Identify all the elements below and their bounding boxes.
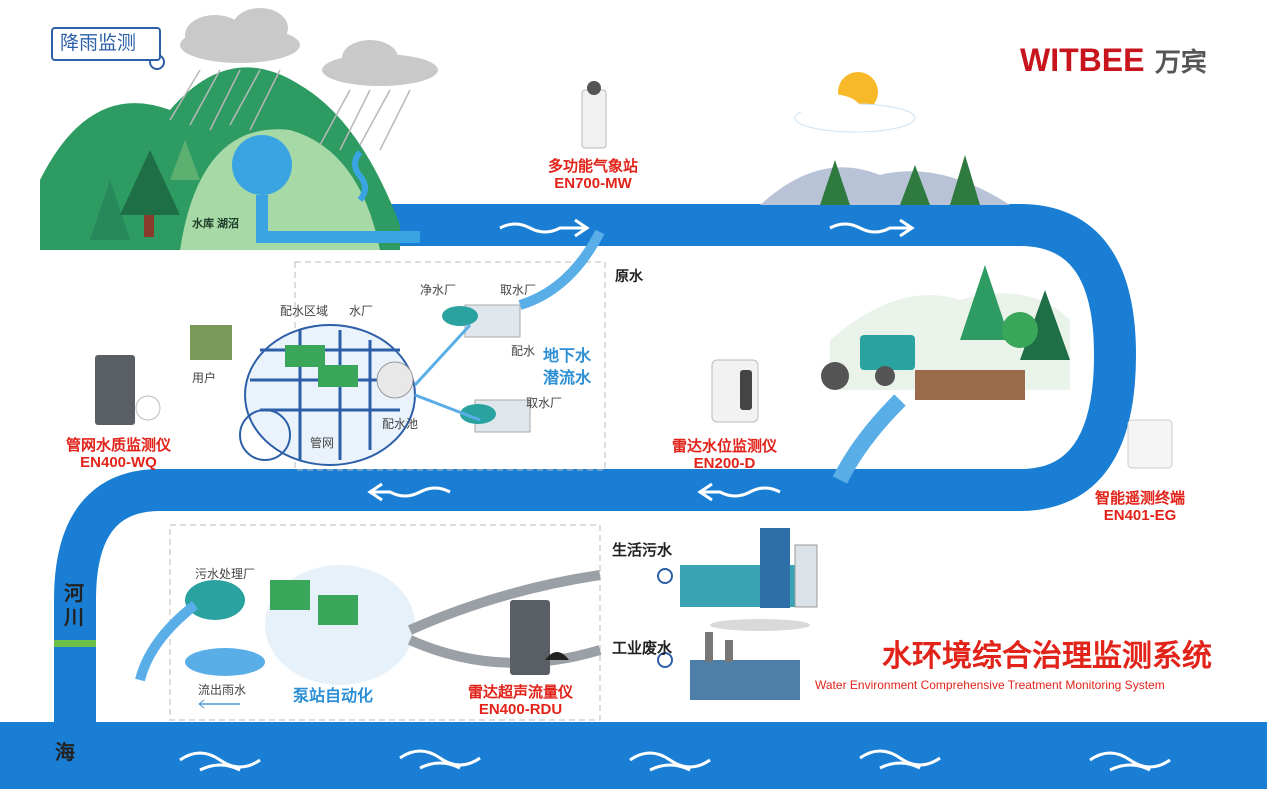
farm-scene [821,265,1070,484]
brand-logo: WITBEE 万宾 [1020,42,1207,79]
rain-clouds [169,8,438,151]
flowmeter-label: 雷达超声流量仪 EN400-RDU [468,684,573,719]
water-supply-zone [190,229,606,471]
pipe-quality-device [95,355,161,425]
system-title-en: Water Environment Comprehensive Treatmen… [815,678,1165,692]
terminal-device [1127,419,1173,469]
weather-station-label: 多功能气象站 EN700-MW [548,158,638,193]
industrial-waste-label: 工业废水 [612,640,673,657]
pipe-quality-name: 管网水质监测仪 [66,437,172,454]
intake-1-label: 取水厂 [500,283,537,297]
radar-level-name: 雷达水位监测仪 [672,438,778,455]
radar-level-device [711,359,759,423]
rain-out-label: 流出雨水 [198,683,247,697]
pipe-quality-model: EN400-WQ [80,454,157,472]
river [54,204,1137,740]
terminal-label: 智能遥测终端 EN401-EG [1095,490,1185,525]
sea [0,722,1267,789]
sewage-zone [135,524,602,721]
flowmeter-model: EN400-RDU [478,701,563,719]
sewage-plant-label: 污水处理厂 [195,567,256,581]
distribute-area-label: 配水区域 [280,304,329,318]
rain-tag-box [51,27,161,61]
radar-level-label: 雷达水位监测仪 EN200-D [672,438,777,473]
brand-name-cn: 万宾 [1154,47,1207,77]
weather-station-device [581,81,607,149]
river-label: 河川 [64,583,84,629]
brand-name-en: WITBEE [1020,42,1145,78]
rain-monitoring-tag: 降雨监测 [60,33,137,54]
user-label: 用户 [192,371,217,385]
subsurface-label: 潜流水 [543,370,592,387]
sea-label: 海 [55,742,75,764]
raw-water-label: 原水 [615,268,643,284]
pipe-network-label: 管网 [310,436,335,450]
flowmeter-name: 雷达超声流量仪 [468,684,574,701]
flowmeter-device [510,600,569,675]
domestic-sewage-label: 生活污水 [612,542,673,559]
terminal-model: EN401-EG [1103,507,1177,525]
system-title-cn: 水环境综合治理监测系统 [882,640,1212,673]
reservoir-label: 水库 湖沼 [192,218,240,230]
terminal-name: 智能遥测终端 [1095,490,1186,507]
city-factory [680,528,818,700]
distribute-water-label: 配水 [511,344,536,358]
intake-2-label: 取水厂 [526,396,563,410]
purify-plant-label: 净水厂 [420,283,457,297]
water-plant-label: 水厂 [349,304,374,318]
sun-cloud [760,72,1010,205]
mountain-scene [40,67,420,250]
distribute-pool-label: 配水池 [382,417,419,431]
pipe-quality-label: 管网水质监测仪 EN400-WQ [66,437,171,472]
weather-station-name: 多功能气象站 [548,158,639,175]
pump-station-label: 泵站自动化 [293,688,374,705]
weather-station-model: EN700-MW [554,175,632,193]
groundwater-label: 地下水 [543,348,592,365]
flow-arrows [367,218,915,502]
radar-level-model: EN200-D [693,455,756,473]
